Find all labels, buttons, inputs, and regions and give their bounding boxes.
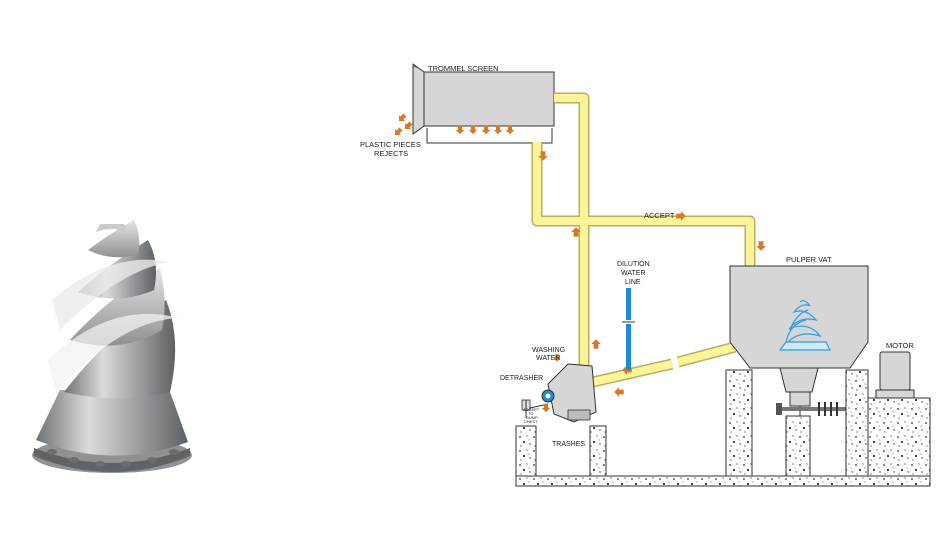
dilution-label-1: DILUTION: [617, 261, 650, 268]
concrete-foundation: [515, 369, 931, 487]
accept-dump-label-4: CHEST: [524, 419, 538, 424]
dilution-water-line: [622, 288, 635, 370]
trashes-label: TRASHES: [552, 441, 585, 448]
accept-pipes: [531, 92, 766, 397]
rejects-arrows: [392, 112, 414, 138]
washing-label-2: WATER: [536, 355, 561, 362]
accept-dump-label-1: ACCEPT: [523, 407, 540, 412]
dilution-label-2: WATER: [621, 270, 646, 277]
accept-dump-label-2: TO: [528, 411, 533, 416]
accept-label: ACCEPT: [644, 211, 675, 220]
accept-dump-label-3: DUMP: [526, 415, 538, 420]
rotor-icon: [778, 300, 831, 351]
washing-label-1: WASHING: [532, 347, 565, 354]
motor: [875, 351, 915, 399]
pulper-vat-label: PULPER VAT: [786, 255, 832, 264]
helical-rotor-icon: [32, 220, 192, 473]
dilution-label-3: LINE: [625, 279, 641, 286]
trommel-screen-label: TROMMEL SCREEN: [428, 64, 499, 73]
trommel-screen: [392, 63, 555, 144]
pulper-vat: [729, 265, 910, 418]
motor-label: MOTOR: [886, 341, 914, 350]
detrasher: [521, 354, 597, 423]
detrasher-label: DETRASHER: [500, 375, 543, 382]
plastic-pieces-label: PLASTIC PIECES: [360, 140, 421, 149]
rejects-label: REJECTS: [374, 149, 408, 158]
